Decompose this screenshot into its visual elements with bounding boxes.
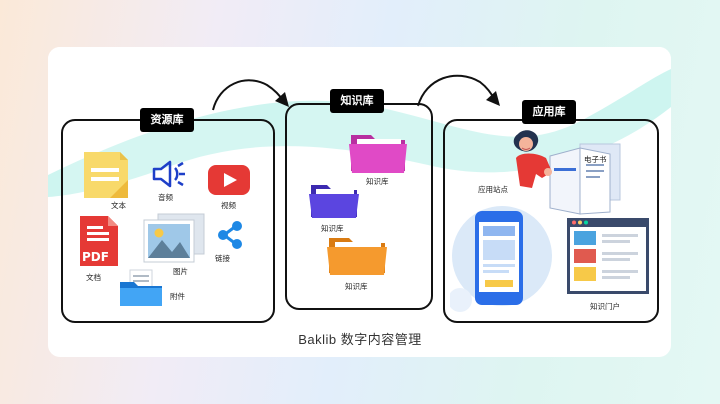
link-label: 链接: [215, 254, 230, 263]
portal-label: 知识门户: [590, 302, 620, 311]
attachment-label: 附件: [170, 292, 185, 301]
attachment-folder-icon: [120, 269, 162, 306]
audio-label: 音频: [158, 193, 173, 202]
folder-pink-icon: [349, 135, 407, 173]
image-label: 图片: [173, 267, 188, 276]
pdf-badge: PDF: [82, 250, 109, 264]
footer-caption: Baklib 数字内容管理: [298, 332, 422, 347]
resource-library-title: 资源库: [140, 108, 194, 132]
mobile-app-site-illustration: [450, 206, 552, 312]
text-label: 文本: [111, 201, 126, 210]
pdf-document-icon: [80, 216, 118, 266]
folder-orange-icon: [327, 238, 387, 275]
image-gallery-icon: [143, 213, 205, 263]
share-link-icon: [218, 221, 242, 249]
background-wave: [48, 47, 671, 197]
audio-speaker-icon: [152, 160, 185, 188]
folder-purple-icon: [309, 185, 359, 218]
knowledge-base-title: 知识库: [330, 89, 384, 113]
arrow-resource-to-knowledge: [212, 79, 289, 111]
folder-label-1: 知识库: [366, 177, 389, 186]
knowledge-portal-browser-illustration: [567, 218, 649, 294]
application-library-title: 应用库: [522, 100, 576, 124]
video-play-icon: [208, 165, 250, 195]
text-document-icon: [84, 152, 128, 198]
document-label: 文档: [86, 273, 101, 282]
person-with-book-illustration: [513, 130, 621, 215]
ebook-label: 电子书: [584, 155, 607, 164]
folder-label-3: 知识库: [345, 282, 368, 291]
app-site-label: 应用站点: [478, 185, 508, 194]
video-label: 视频: [221, 201, 236, 210]
arrow-knowledge-to-application: [417, 74, 500, 107]
folder-label-2: 知识库: [321, 224, 344, 233]
